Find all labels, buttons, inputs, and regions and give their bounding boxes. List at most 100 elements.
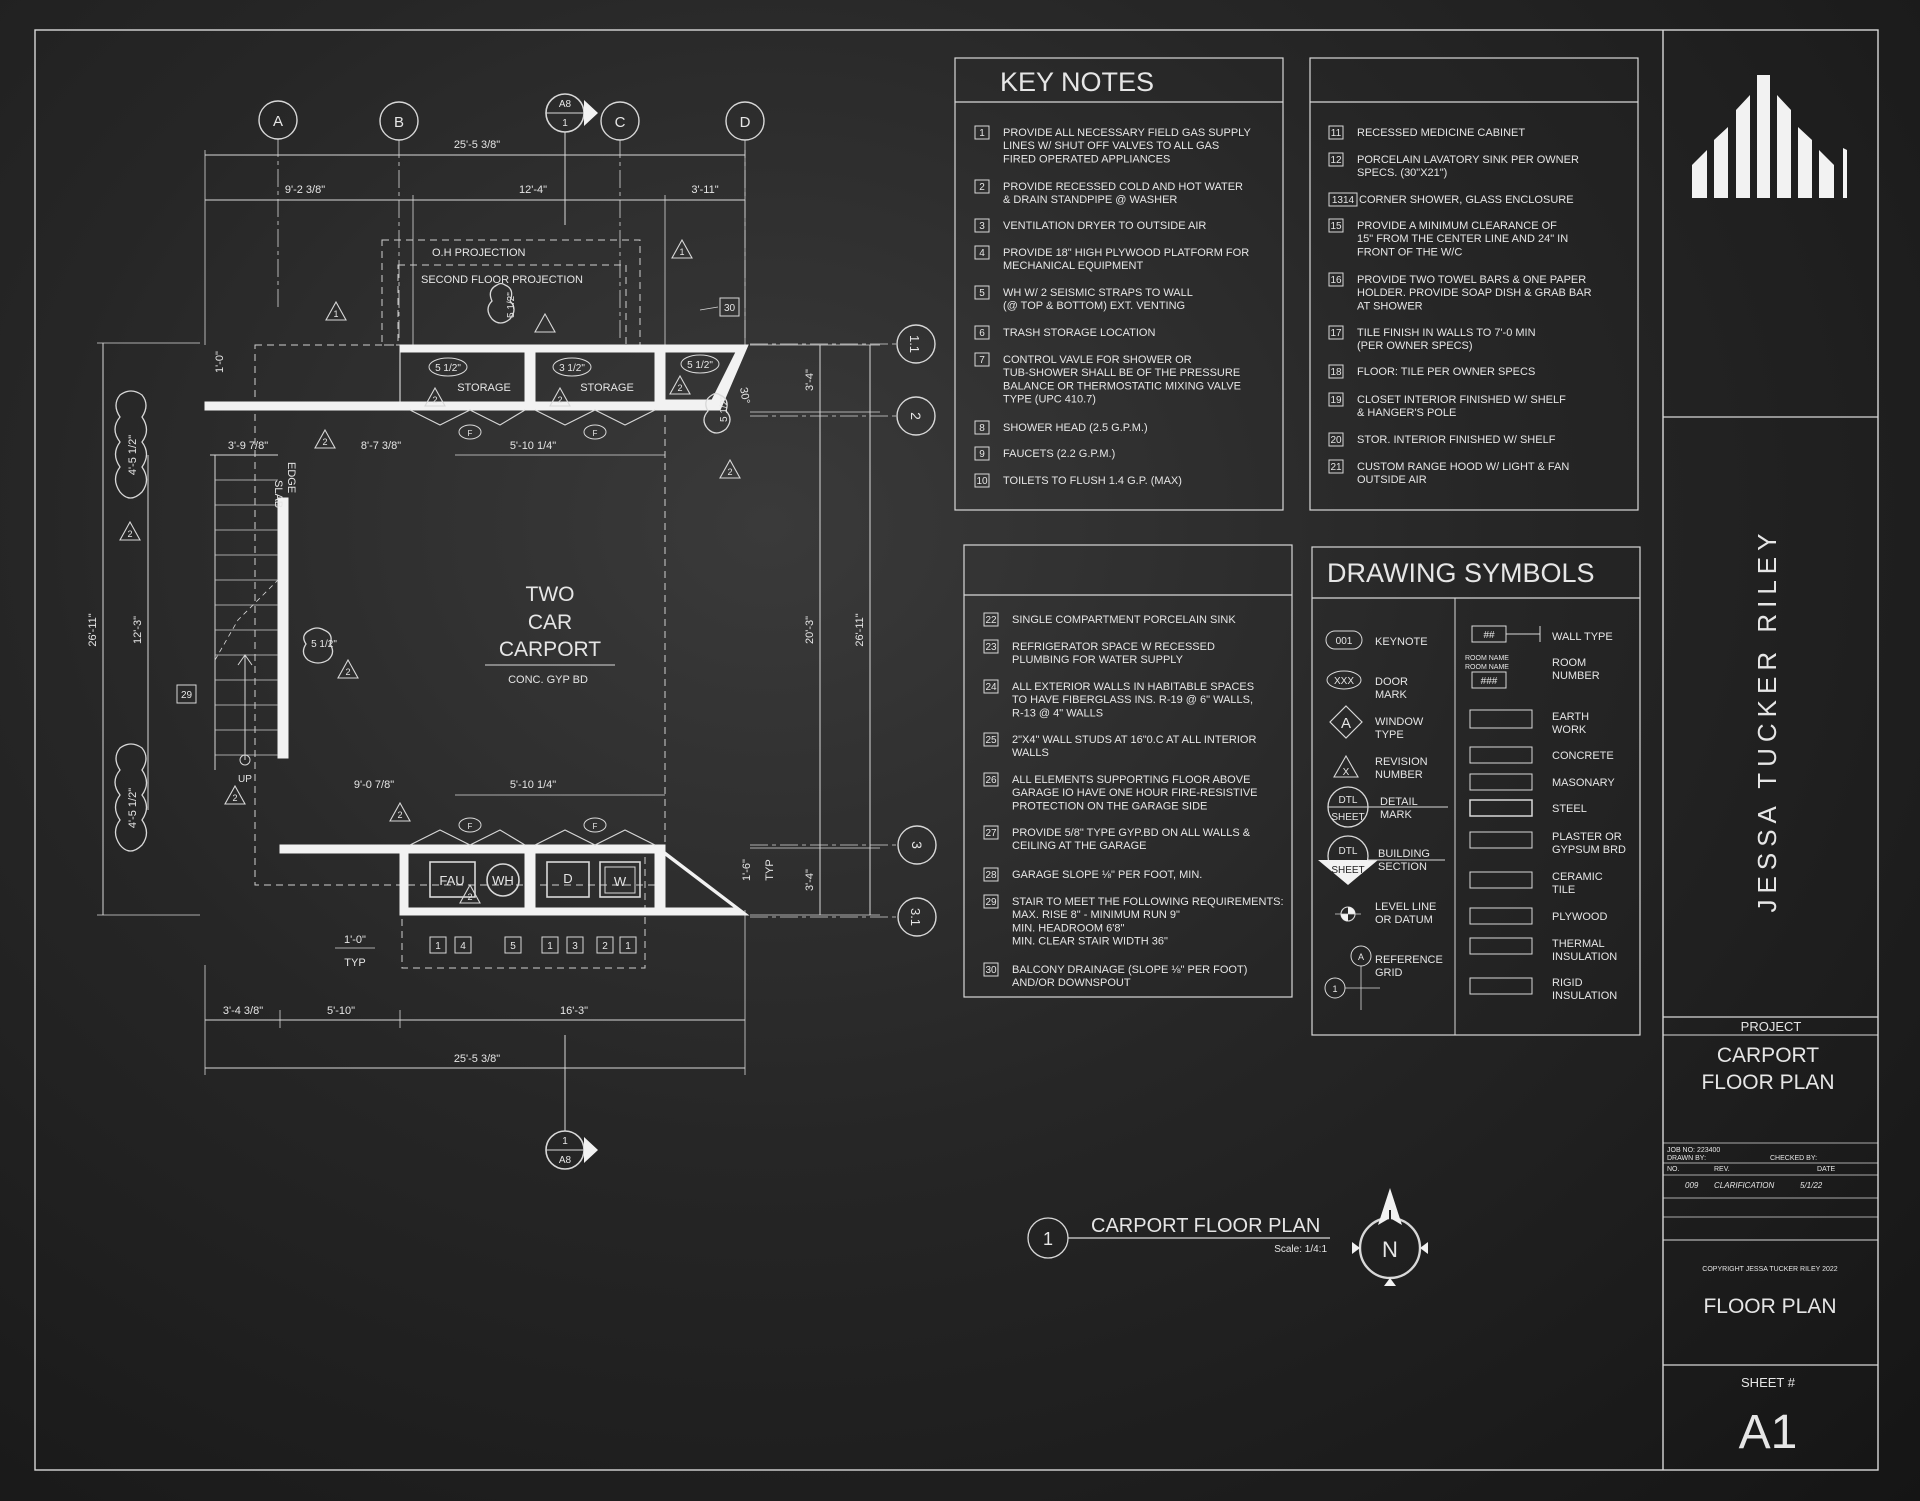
keynote-text: ALL EXTERIOR WALLS IN HABITABLE SPACES — [1012, 681, 1254, 693]
keynote-number: 18 — [1330, 367, 1342, 378]
svg-text:30°: 30° — [737, 386, 752, 404]
svg-text:SHEET #: SHEET # — [1741, 1375, 1796, 1390]
svg-text:4: 4 — [460, 941, 466, 952]
keynote-number: 29 — [985, 897, 997, 908]
keynote-text: TYPE (UPC 410.7) — [1003, 394, 1096, 406]
keynote-text: HOLDER. PROVIDE SOAP DISH & GRAB BAR — [1357, 287, 1592, 299]
equipment: FAU WH D W — [429, 861, 641, 898]
keynote-number-box — [1328, 272, 1344, 287]
keynote-text: CORNER SHOWER, GLASS ENCLOSURE — [1359, 194, 1574, 206]
svg-text:WH: WH — [492, 873, 514, 888]
svg-text:001: 001 — [1336, 636, 1353, 647]
svg-text:NUMBER: NUMBER — [1375, 769, 1423, 781]
svg-text:GYPSUM BRD: GYPSUM BRD — [1552, 844, 1626, 856]
keynote-text: BALANCE OR THERMOSTATIC MIXING VALVE — [1003, 380, 1241, 392]
svg-text:A: A — [1358, 952, 1364, 962]
svg-text:2: 2 — [232, 793, 237, 803]
svg-text:1: 1 — [547, 941, 553, 952]
top-dimensions: 25'-5 3/8" 9'-2 3/8" 12'-4" 3'-11" — [204, 139, 746, 345]
keynote-number-box — [974, 245, 990, 260]
keynote-number-box — [983, 639, 999, 654]
keynote-number: 12 — [1330, 155, 1342, 166]
svg-text:2: 2 — [908, 412, 924, 420]
svg-text:26'-11": 26'-11" — [87, 613, 99, 646]
right-dimensions: 3'-4" 20'-3" 3'-4" 26'-11" 1'-6" TYP — [741, 344, 880, 916]
keynote-number: 5 — [979, 288, 985, 299]
svg-text:REFERENCE: REFERENCE — [1375, 954, 1443, 966]
keynote-text: PLUMBING FOR WATER SUPPLY — [1012, 654, 1184, 666]
keynote-number: 6 — [979, 328, 985, 339]
svg-text:SLAB: SLAB — [272, 480, 284, 508]
sheet-title: FLOOR PLAN — [1703, 1295, 1836, 1318]
svg-text:9'-2 3/8": 9'-2 3/8" — [285, 184, 325, 196]
svg-text:1'-0": 1'-0" — [344, 934, 366, 946]
keynote-number: 7 — [979, 355, 985, 366]
keynote-number-box — [1328, 392, 1344, 407]
svg-text:1: 1 — [562, 1136, 568, 1147]
svg-text:1: 1 — [435, 941, 441, 952]
svg-text:4'-5 1/2": 4'-5 1/2" — [127, 788, 139, 828]
keynote-number-box — [974, 473, 990, 488]
svg-text:PLASTER OR: PLASTER OR — [1552, 831, 1622, 843]
svg-text:1'-6": 1'-6" — [741, 859, 753, 881]
svg-text:MARK: MARK — [1375, 689, 1407, 701]
keynote-text: GARAGE IO HAVE ONE HOUR FIRE-RESISTIVE — [1012, 787, 1258, 799]
carport-outline — [254, 344, 666, 886]
svg-text:TYPE: TYPE — [1375, 729, 1404, 741]
keynote-number: 22 — [985, 615, 997, 626]
keynote-number-box — [974, 285, 990, 300]
svg-text:20'-3": 20'-3" — [804, 616, 816, 644]
svg-text:TYP: TYP — [344, 957, 365, 969]
svg-text:1: 1 — [562, 118, 568, 129]
drawing-symbols-title: DRAWING SYMBOLS — [1327, 558, 1595, 588]
svg-text:SHEET: SHEET — [1331, 812, 1364, 823]
keynote-text: MIN. HEADROOM 6'8" — [1012, 922, 1124, 934]
svg-text:4'-5 1/2": 4'-5 1/2" — [127, 435, 139, 475]
svg-text:CARPORT FLOOR PLAN: CARPORT FLOOR PLAN — [1091, 1215, 1320, 1237]
sheet-border — [34, 29, 1879, 1471]
keynote-text: REFRIGERATOR SPACE W RECESSED — [1012, 641, 1215, 653]
grid-bubble-2: 2 — [750, 396, 936, 436]
svg-text:5 1/2": 5 1/2" — [311, 639, 337, 650]
keynote-number-box — [1328, 459, 1344, 474]
keynote-text: WALLS — [1012, 747, 1049, 759]
keynote-number-box — [983, 612, 999, 627]
keynote-text: MECHANICAL EQUIPMENT — [1003, 260, 1143, 272]
keynote-number: 2 — [979, 182, 985, 193]
svg-text:3: 3 — [572, 941, 578, 952]
keynote-text: PROVIDE A MINIMUM CLEARANCE OF — [1357, 220, 1557, 232]
grid-bubble-b: B — [379, 101, 419, 340]
keynote-text: STAIR TO MEET THE FOLLOWING REQUIREMENTS… — [1012, 896, 1284, 908]
svg-text:16'-3": 16'-3" — [560, 1005, 588, 1017]
svg-text:PROJECT: PROJECT — [1741, 1019, 1802, 1034]
svg-text:MASONARY: MASONARY — [1552, 777, 1615, 789]
key-notes-panel-lower — [963, 544, 1293, 998]
keynote-number: 28 — [985, 870, 997, 881]
storage-divider-2 — [524, 852, 536, 909]
keynote-number-box — [983, 825, 999, 840]
keynote-number: 9 — [979, 449, 985, 460]
svg-text:W: W — [614, 874, 627, 889]
svg-text:WALL TYPE: WALL TYPE — [1552, 631, 1613, 643]
svg-text:STORAGE: STORAGE — [580, 382, 634, 394]
drawing-symbols-panel — [1311, 546, 1641, 1036]
keynote-text: LINES W/ SHUT OFF VALVES TO ALL GAS — [1003, 140, 1219, 152]
svg-text:XXX: XXX — [1334, 676, 1354, 687]
svg-text:1: 1 — [333, 309, 338, 319]
svg-text:MARK: MARK — [1380, 809, 1412, 821]
svg-text:REVISION: REVISION — [1375, 756, 1428, 768]
keynote-number-box — [1328, 364, 1344, 379]
svg-text:3'-4 3/8": 3'-4 3/8" — [223, 1005, 263, 1017]
svg-text:25'-5 3/8": 25'-5 3/8" — [454, 139, 500, 151]
svg-text:N: N — [1382, 1237, 1398, 1262]
svg-text:EARTH: EARTH — [1552, 711, 1589, 723]
key-notes-panel-left — [954, 57, 1284, 511]
svg-text:B: B — [394, 114, 404, 131]
svg-text:2: 2 — [127, 529, 132, 539]
keynote-number: 15 — [1330, 221, 1342, 232]
keynote-text: MAX. RISE 8" - MINIMUM RUN 9" — [1012, 909, 1180, 921]
svg-text:##: ## — [1483, 630, 1495, 641]
keynote-text: TUB-SHOWER SHALL BE OF THE PRESSURE — [1003, 367, 1240, 379]
svg-text:5/1/22: 5/1/22 — [1800, 1181, 1823, 1190]
